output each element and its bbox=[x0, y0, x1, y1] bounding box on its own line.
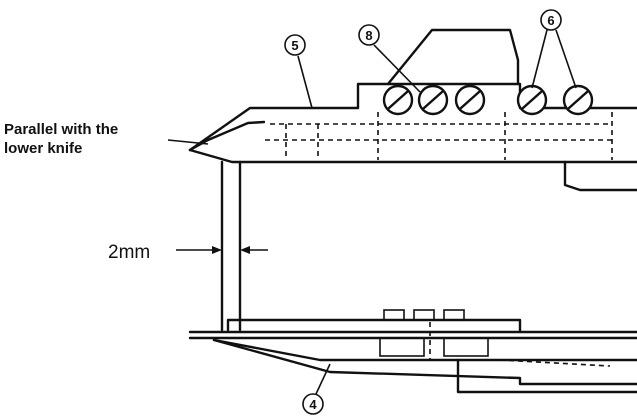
callout-4-number: 4 bbox=[309, 397, 317, 412]
label-parallel-line1: Parallel with the bbox=[4, 121, 118, 138]
callout-8-number: 8 bbox=[365, 28, 372, 43]
vertical-knife bbox=[220, 160, 242, 332]
screws-8 bbox=[382, 84, 486, 116]
callout-5: 5 bbox=[284, 34, 313, 109]
callout-4: 4 bbox=[302, 363, 331, 415]
callout-5-number: 5 bbox=[291, 38, 298, 53]
label-gap: 2mm bbox=[108, 242, 150, 263]
dimension-2mm bbox=[176, 246, 268, 254]
lower-plate bbox=[188, 309, 637, 394]
screws-6 bbox=[516, 84, 594, 116]
label-parallel-line2: lower knife bbox=[4, 140, 82, 157]
callout-8: 8 bbox=[358, 24, 421, 93]
callout-6-number: 6 bbox=[547, 13, 554, 28]
callout-6: 6 bbox=[531, 9, 577, 89]
label-parallel: Parallel with the lower knife bbox=[4, 121, 209, 157]
